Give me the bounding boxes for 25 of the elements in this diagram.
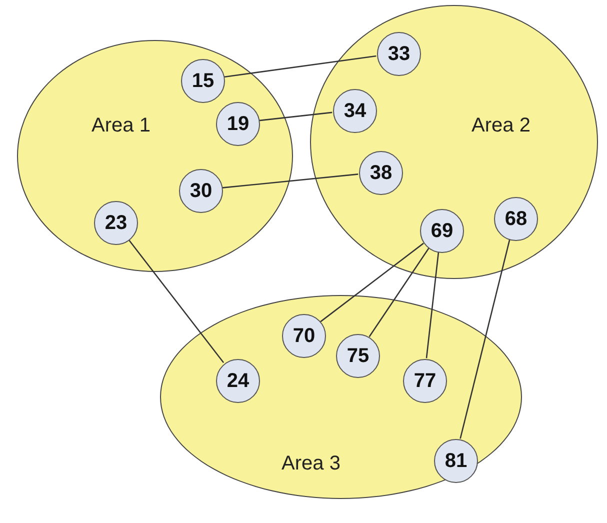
node-circle: 30 <box>179 169 223 213</box>
area-label: Area 1 <box>92 114 150 138</box>
connector-line <box>258 112 332 122</box>
node-circle: 69 <box>420 209 464 253</box>
connector-line <box>224 55 376 78</box>
connector-line <box>128 239 224 363</box>
area-label: Area 3 <box>282 452 340 476</box>
connector-line <box>222 174 358 188</box>
node-circle: 24 <box>216 359 260 403</box>
node-circle: 70 <box>282 314 326 358</box>
node-circle: 19 <box>216 102 260 146</box>
node-circle: 33 <box>377 32 421 76</box>
node-circle: 15 <box>181 59 225 103</box>
node-circle: 34 <box>333 89 377 133</box>
area-label: Area 2 <box>472 114 530 138</box>
node-circle: 68 <box>494 197 538 241</box>
node-circle: 75 <box>336 334 380 378</box>
node-circle: 81 <box>434 439 478 483</box>
node-circle: 77 <box>403 359 447 403</box>
connector-line <box>426 252 440 358</box>
connector-line <box>320 242 424 322</box>
connector-line <box>368 248 430 338</box>
node-circle: 38 <box>359 151 403 195</box>
connector-line <box>460 239 510 439</box>
node-circle: 23 <box>94 201 138 245</box>
